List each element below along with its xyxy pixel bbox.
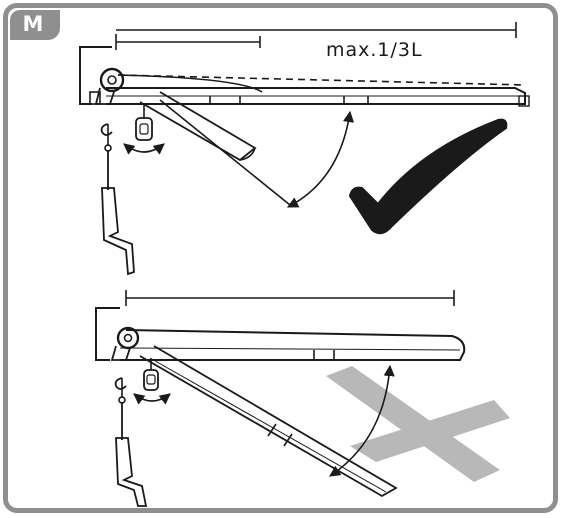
top-adjust-nut xyxy=(135,117,153,141)
top-swing-arc xyxy=(287,110,355,208)
top-folding-arm xyxy=(139,91,257,162)
cross-icon xyxy=(326,366,510,482)
top-awning-profile xyxy=(106,87,526,105)
top-rotation-arrow xyxy=(123,143,165,155)
bottom-wall-bracket xyxy=(95,307,120,361)
step-badge: M xyxy=(10,10,60,40)
step-badge-label: M xyxy=(22,12,44,36)
bottom-panel xyxy=(95,290,466,507)
bottom-adjust-nut xyxy=(143,369,159,391)
bottom-rotation-arrow xyxy=(133,393,171,405)
top-dashed-reference xyxy=(117,74,526,86)
top-hook xyxy=(100,123,113,136)
top-pivot-hub xyxy=(99,67,125,93)
bottom-swing-arc xyxy=(329,364,395,477)
top-crank-handle xyxy=(101,187,135,276)
checkmark-icon xyxy=(348,118,508,235)
bottom-crank-handle xyxy=(115,437,148,507)
bottom-folding-arm xyxy=(139,345,398,498)
bottom-hook xyxy=(114,377,127,390)
bottom-pivot-hub xyxy=(116,326,140,350)
top-wall-bracket xyxy=(79,46,112,105)
top-dimension-label: max.1/3L xyxy=(326,39,423,61)
bottom-awning-profile xyxy=(120,329,466,361)
top-panel xyxy=(79,22,530,276)
